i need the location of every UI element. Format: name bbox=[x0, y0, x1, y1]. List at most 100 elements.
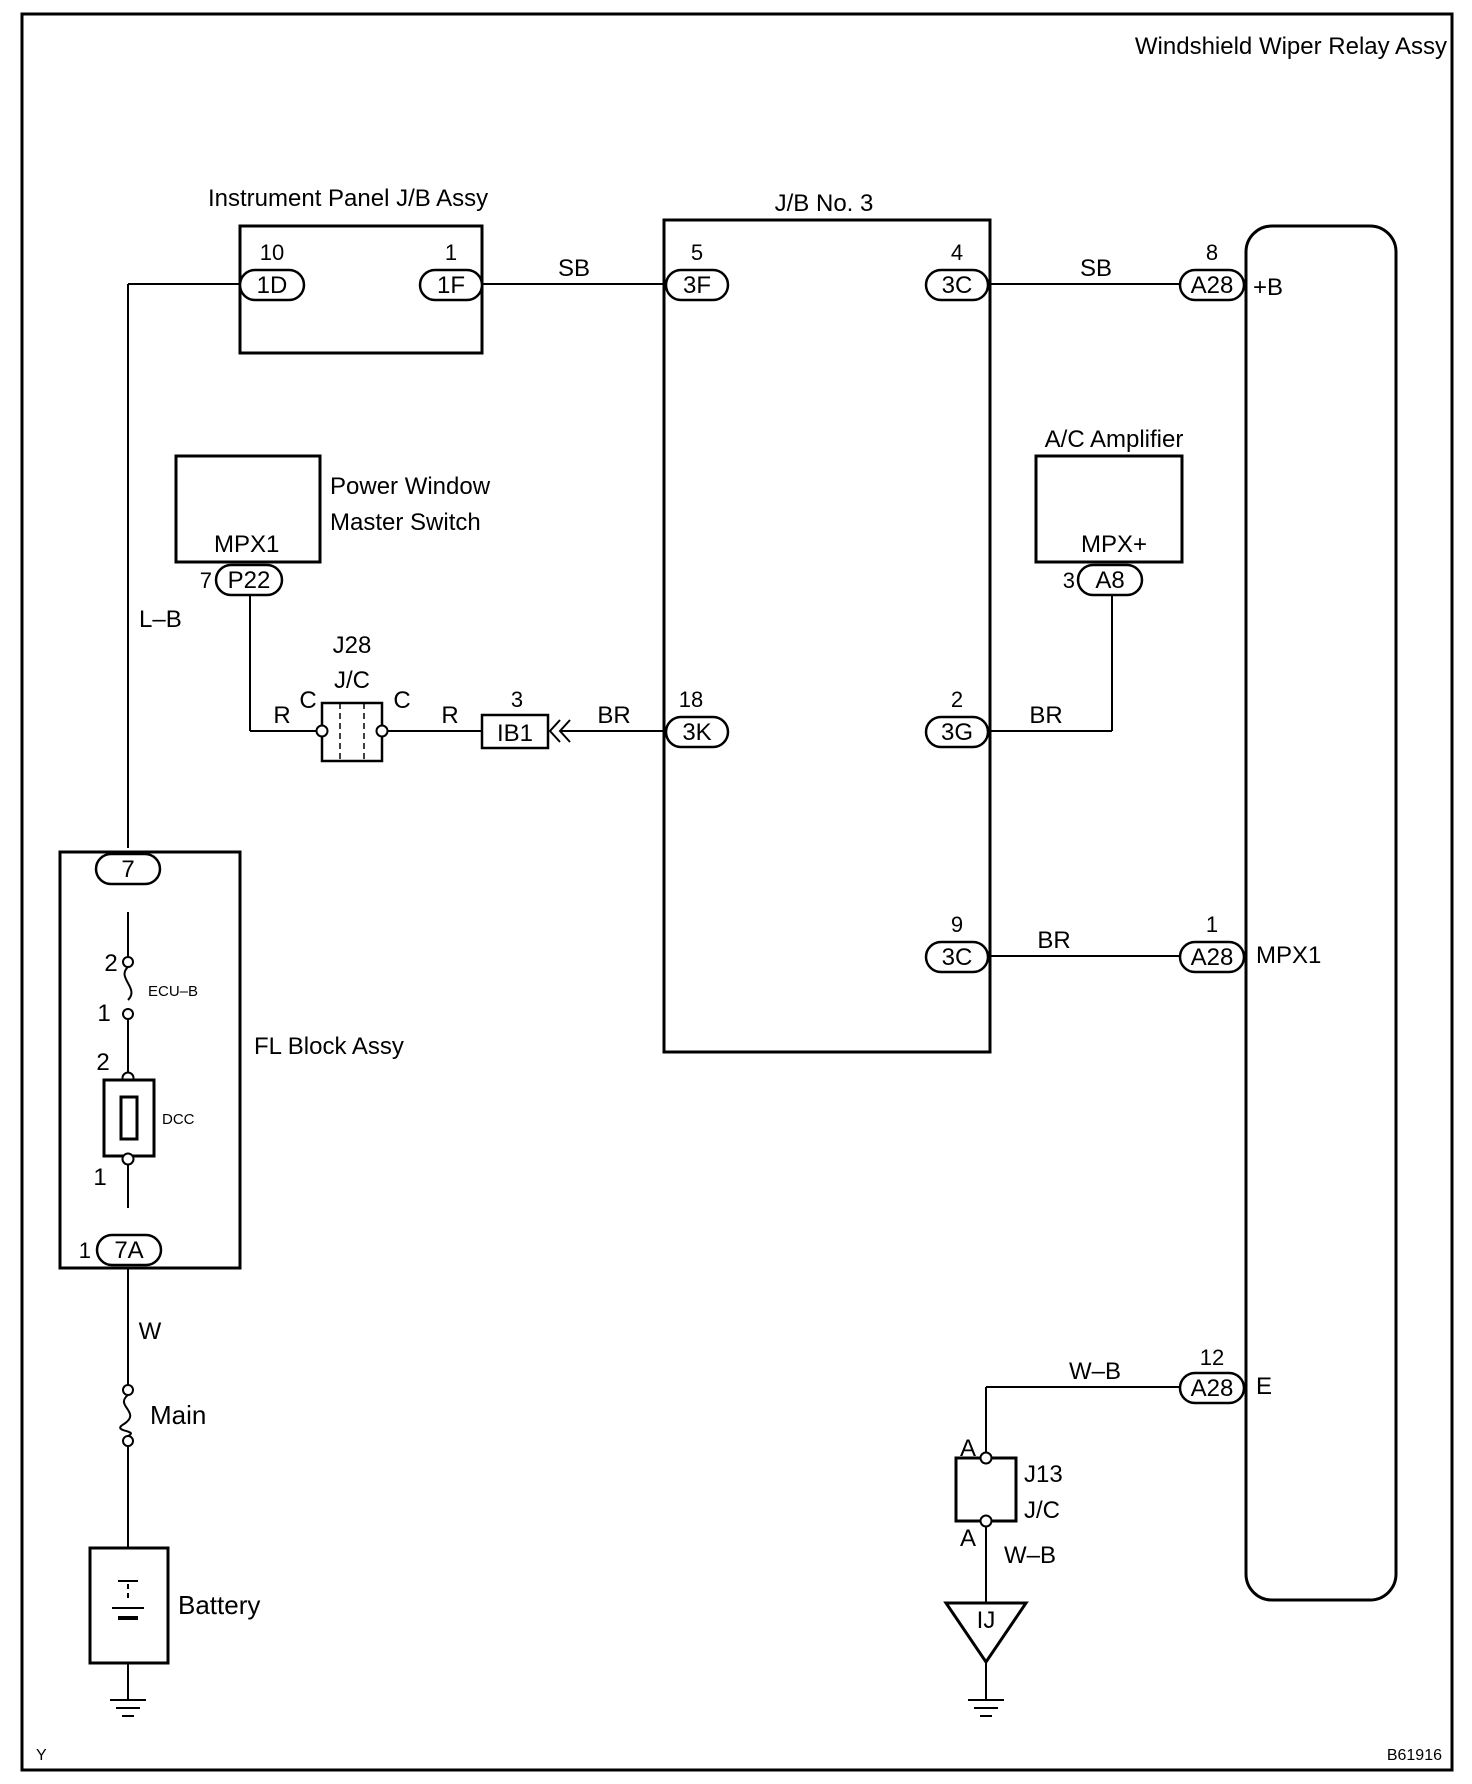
connector-a28-top-label: A28 bbox=[1191, 272, 1234, 299]
j13-label: J13 bbox=[1024, 1461, 1063, 1488]
power-window-master-switch: MPX1 Power Window Master Switch P22 7 bbox=[174, 454, 491, 597]
figure-code: B61916 bbox=[1387, 1747, 1442, 1764]
connector-1f-label: 1F bbox=[437, 272, 465, 299]
connector-3c-top bbox=[924, 268, 990, 302]
connector-7a bbox=[95, 1233, 163, 1267]
battery: Battery bbox=[88, 1546, 260, 1665]
pwms-label-line2: Master Switch bbox=[330, 509, 481, 536]
footer-left-code: Y bbox=[36, 1747, 47, 1764]
j28-pin-c-left: C bbox=[299, 687, 316, 714]
wire-color-wb-top: W–B bbox=[1069, 1358, 1121, 1385]
wire-color-br-ib1: BR bbox=[597, 702, 630, 729]
jb3-label: J/B No. 3 bbox=[775, 190, 874, 217]
relay-terminal-mpx1: MPX1 bbox=[1256, 942, 1321, 969]
ac-amplifier-pin-name: MPX+ bbox=[1081, 531, 1147, 558]
ac-amplifier-label: A/C Amplifier bbox=[1045, 426, 1184, 453]
ac-amplifier: A/C Amplifier MPX+ A8 3 bbox=[1034, 426, 1184, 597]
connector-3f-label: 3F bbox=[683, 272, 711, 299]
pin-3f: 5 bbox=[691, 240, 703, 265]
connector-1d bbox=[238, 268, 306, 302]
fl-block-assy: FL Block Assy 7 2 1 ECU–B 2 1 DCC 7A 1 bbox=[58, 850, 404, 1270]
connector-1f bbox=[418, 268, 484, 302]
main-fusible-link: Main bbox=[119, 1384, 206, 1447]
pin-7a: 1 bbox=[79, 1238, 91, 1263]
pin-1f: 1 bbox=[445, 240, 457, 265]
pin-ib1: 3 bbox=[511, 687, 523, 712]
pin-a28-mid: 1 bbox=[1206, 912, 1218, 937]
dcc-pin-2: 2 bbox=[96, 1049, 109, 1076]
ground-icon bbox=[110, 1699, 146, 1717]
connector-ib1-label: IB1 bbox=[497, 720, 533, 747]
j28-jc-label: J/C bbox=[334, 667, 370, 694]
wire-color-r-left: R bbox=[273, 702, 290, 729]
j13-pin-a-bot: A bbox=[960, 1525, 976, 1552]
ground-icon bbox=[968, 1699, 1004, 1717]
ground-point-ij: IJ bbox=[943, 1601, 1029, 1665]
ground-point-label: IJ bbox=[977, 1607, 996, 1634]
main-fuse-label: Main bbox=[150, 1400, 206, 1430]
wire-color-br-ac: BR bbox=[1029, 702, 1062, 729]
connector-3c-mid bbox=[924, 940, 990, 974]
connector-p22 bbox=[214, 563, 284, 597]
wire-color-br-mpx1: BR bbox=[1037, 927, 1070, 954]
pwms-label-line1: Power Window bbox=[330, 473, 491, 500]
connector-7 bbox=[94, 852, 162, 886]
connector-a8-label: A8 bbox=[1095, 567, 1124, 594]
wire-color-wb-bot: W–B bbox=[1004, 1542, 1056, 1569]
pin-1d: 10 bbox=[260, 240, 284, 265]
relay-title: Windshield Wiper Relay Assy bbox=[1135, 33, 1447, 60]
dcc-fuse-label: DCC bbox=[162, 1111, 195, 1128]
connector-a8 bbox=[1076, 563, 1144, 597]
ecub-pin-1: 1 bbox=[97, 1000, 110, 1027]
j28-label: J28 bbox=[333, 632, 372, 659]
wire-color-r-right: R bbox=[441, 702, 458, 729]
pin-3k: 18 bbox=[679, 687, 703, 712]
ecub-pin-2: 2 bbox=[104, 950, 117, 977]
battery-label: Battery bbox=[178, 1590, 260, 1620]
connector-3f bbox=[664, 268, 730, 302]
j13-pin-a-top: A bbox=[960, 1435, 976, 1462]
connector-a28-bot bbox=[1178, 1371, 1246, 1405]
connector-a28-mid bbox=[1178, 940, 1246, 974]
connector-a28-bot-label: A28 bbox=[1191, 1375, 1234, 1402]
connector-7-label: 7 bbox=[121, 856, 134, 883]
pin-a28-top: 8 bbox=[1206, 240, 1218, 265]
connector-a28-mid-label: A28 bbox=[1191, 944, 1234, 971]
diagram-frame bbox=[20, 12, 1454, 1772]
relay-terminal-e: E bbox=[1256, 1373, 1272, 1400]
connector-3c-top-label: 3C bbox=[942, 272, 973, 299]
pin-p22: 7 bbox=[200, 568, 212, 593]
j28-pin-c-right: C bbox=[393, 687, 410, 714]
dcc-pin-1: 1 bbox=[93, 1164, 106, 1191]
pin-3c-mid: 9 bbox=[951, 912, 963, 937]
ipjb-label: Instrument Panel J/B Assy bbox=[208, 185, 488, 212]
jb-no-3: J/B No. 3 3F 5 3C 4 3K 18 3G 2 3C 9 bbox=[662, 190, 992, 1054]
pin-3c-top: 4 bbox=[951, 240, 963, 265]
instrument-panel-jb: Instrument Panel J/B Assy 1D 10 1F 1 bbox=[208, 185, 488, 355]
connector-p22-label: P22 bbox=[228, 567, 271, 594]
relay-terminal-b: +B bbox=[1253, 274, 1283, 301]
j13-jc-label: J/C bbox=[1024, 1497, 1060, 1524]
pwms-pin-name: MPX1 bbox=[214, 531, 279, 558]
pin-3g: 2 bbox=[951, 687, 963, 712]
wire-color-sb-right: SB bbox=[1080, 255, 1112, 282]
connector-3k bbox=[664, 715, 730, 749]
connector-3c-mid-label: 3C bbox=[942, 944, 973, 971]
connector-3g-label: 3G bbox=[941, 719, 973, 746]
pin-a28-bot: 12 bbox=[1200, 1345, 1224, 1370]
wire-color-sb-left: SB bbox=[558, 255, 590, 282]
connector-3g bbox=[924, 715, 990, 749]
connector-3k-label: 3K bbox=[682, 719, 711, 746]
ecub-fuse-label: ECU–B bbox=[148, 983, 198, 1000]
connector-a28-top bbox=[1178, 268, 1246, 302]
connector-7a-label: 7A bbox=[114, 1237, 143, 1264]
connector-ib1: IB1 3 bbox=[480, 687, 550, 750]
j28-junction-connector: J28 J/C C C bbox=[299, 632, 411, 763]
wire-color-w: W bbox=[139, 1318, 162, 1345]
j13-junction-connector: A A J13 J/C bbox=[954, 1435, 1063, 1552]
fl-block-label: FL Block Assy bbox=[254, 1033, 404, 1060]
pin-a8: 3 bbox=[1063, 568, 1075, 593]
connector-1d-label: 1D bbox=[257, 272, 288, 299]
wire-color-lb: L–B bbox=[139, 606, 182, 633]
